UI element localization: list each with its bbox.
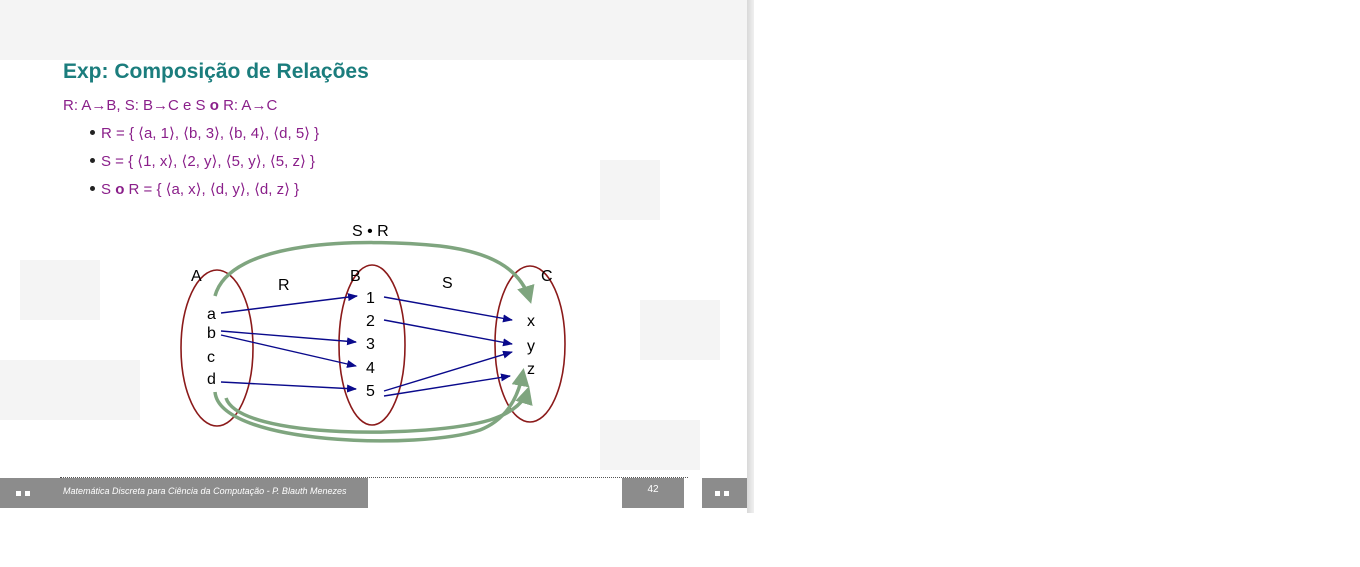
- composition-arrow-a-x: [213, 240, 535, 304]
- composition-label: S • R: [352, 223, 389, 240]
- footer-caption: Matemática Discreta para Ciência da Comp…: [63, 486, 347, 496]
- element-c: c: [207, 349, 215, 366]
- relation-s-label: S: [442, 275, 453, 292]
- arrow-a-1: [220, 293, 358, 314]
- relations-definition: R: A→B, S: B→C e S o R: A→C: [63, 97, 278, 114]
- bullet-icon: [90, 129, 95, 135]
- set-a-label: A: [191, 268, 202, 285]
- footer-square-icon: [16, 491, 21, 496]
- element-a: a: [207, 306, 216, 323]
- arrow-5-y: [383, 350, 513, 392]
- element-x: x: [527, 313, 535, 330]
- bullet-composition: S o R = { ⟨a, x⟩, ⟨d, y⟩, ⟨d, z⟩ }: [90, 180, 299, 198]
- arrow-b-4: [220, 334, 357, 368]
- element-z: z: [527, 361, 535, 378]
- bullet-icon: [90, 185, 95, 191]
- element-b: b: [207, 325, 216, 342]
- slide: Exp: Composição de Relações R: A→B, S: B…: [0, 0, 748, 513]
- element-5: 5: [366, 383, 375, 400]
- arrow-5-z: [383, 373, 511, 397]
- arrow-d-5: [220, 381, 357, 393]
- bullet-icon: [90, 157, 95, 163]
- bullet-relation-r: R = { ⟨a, 1⟩, ⟨b, 3⟩, ⟨b, 4⟩, ⟨d, 5⟩ }: [90, 124, 319, 142]
- element-3: 3: [366, 336, 375, 353]
- footer-square-icon: [715, 491, 720, 496]
- footer-square-icon: [724, 491, 729, 496]
- element-2: 2: [366, 313, 375, 330]
- set-a-ellipse: [180, 269, 254, 427]
- relation-diagram: S • R A B C R S a b c d 1 2 3 4 5 x y z: [180, 223, 566, 443]
- element-d: d: [207, 371, 216, 388]
- arrow-1-x: [383, 296, 513, 323]
- element-1: 1: [366, 290, 375, 307]
- footer-divider: [60, 477, 688, 478]
- element-4: 4: [366, 360, 375, 377]
- footer-page-box: [622, 478, 684, 508]
- set-b-label: B: [350, 268, 361, 285]
- page-number: 42: [647, 484, 659, 495]
- set-b-ellipse: [338, 264, 406, 426]
- set-c-ellipse: [494, 265, 566, 423]
- element-y: y: [527, 338, 535, 355]
- composition-arrow-d-y: [213, 368, 530, 443]
- bullet-relation-s: S = { ⟨1, x⟩, ⟨2, y⟩, ⟨5, y⟩, ⟨5, z⟩ }: [90, 152, 315, 170]
- arrow-b-3: [220, 330, 357, 346]
- relation-r-label: R: [278, 277, 290, 294]
- arrow-2-y: [383, 319, 513, 347]
- background-pattern: [0, 0, 748, 470]
- slide-title: Exp: Composição de Relações: [63, 60, 369, 83]
- footer-square-icon: [25, 491, 30, 496]
- footer-caption-box: [0, 478, 368, 508]
- composition-arrow-d-z: [224, 386, 533, 434]
- set-c-label: C: [541, 268, 553, 285]
- slide-edge-shadow: [747, 0, 754, 513]
